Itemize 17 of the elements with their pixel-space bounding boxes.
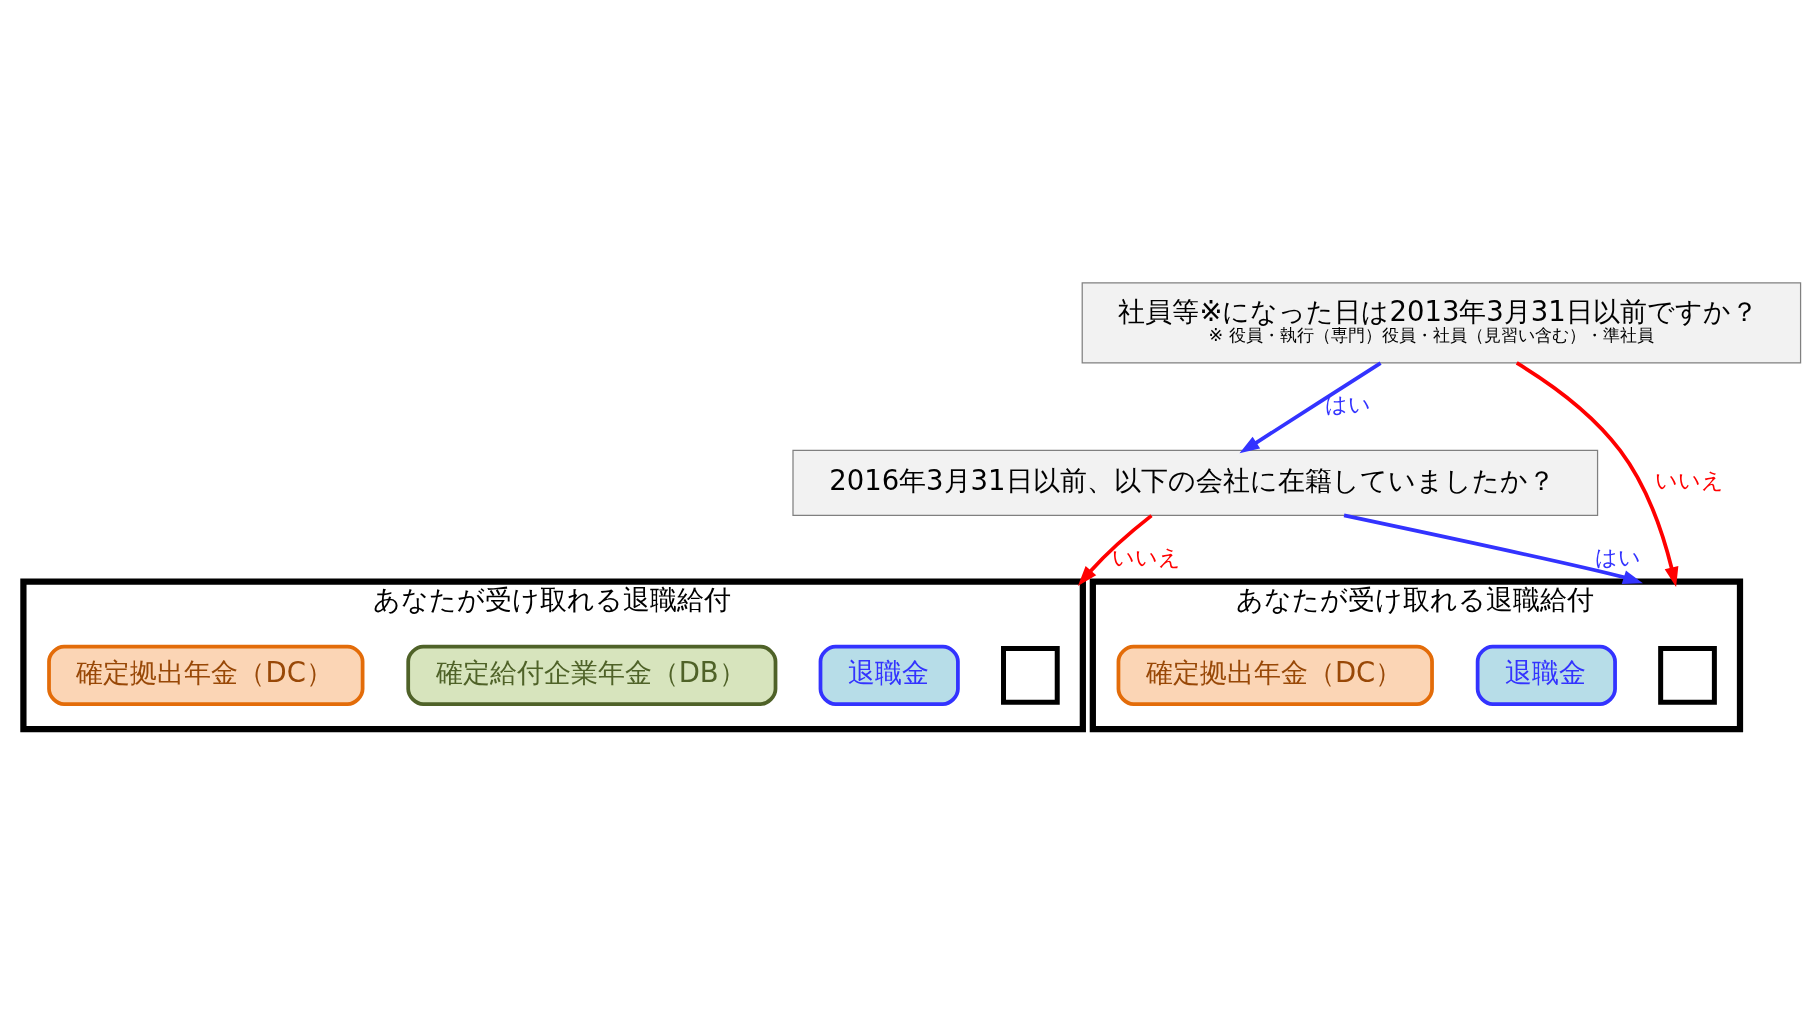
node-box: 退職金 (1475, 644, 1617, 706)
node-box (1001, 645, 1060, 705)
node-box: 2016年3月31日以前、以下の会社に在籍していましたか？ (792, 449, 1599, 516)
node-box: 確定給付企業年金（DB） (406, 644, 778, 706)
edge-label: はい (1325, 390, 1372, 417)
arrow (1077, 513, 1153, 586)
arrow (1343, 513, 1643, 584)
arrow (1515, 360, 1679, 587)
node-box: 確定拠出年金（DC） (1116, 644, 1434, 706)
edge-label: はい (1595, 543, 1642, 570)
edge-label: いいえ (1111, 543, 1181, 570)
node-box: 退職金 (818, 644, 960, 706)
arrow (1239, 361, 1382, 453)
node-box: 社員等※になった日は2013年3月31日以前ですか？ ※ 役員・執行（専門）役員・社員（見習い含む）・準社員 (1081, 281, 1802, 364)
node-box (1658, 645, 1717, 705)
edge-label: いいえ (1655, 466, 1725, 493)
node-box: 確定拠出年金（DC） (47, 644, 365, 706)
